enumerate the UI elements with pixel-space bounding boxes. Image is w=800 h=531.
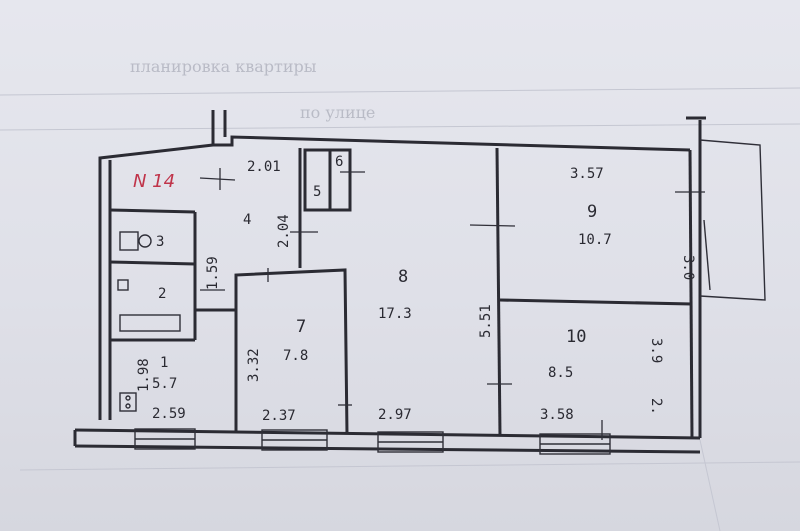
fixtures [117, 231, 181, 412]
room-5-number: 5 [313, 184, 321, 200]
dim-1-98: 1.98 [136, 358, 152, 392]
toilet-icon [119, 231, 139, 251]
dim-5-51: 5.51 [478, 304, 494, 338]
room-10-area: 8.5 [548, 365, 573, 381]
dimension-ticks [199, 168, 705, 440]
dim-1-59: 1.59 [205, 256, 221, 290]
dim-2-37: 2.37 [262, 408, 296, 424]
dim-2-04: 2.04 [276, 214, 292, 248]
room-9-number: 9 [587, 202, 597, 222]
dim-2-97: 2.97 [378, 407, 412, 423]
room-1-area: 5.7 [152, 376, 177, 392]
room-7-area: 7.8 [283, 348, 308, 364]
room-9-area: 10.7 [578, 232, 612, 248]
bathtub-icon [119, 314, 181, 332]
dim-3-32: 3.32 [246, 348, 262, 382]
windows [134, 428, 611, 455]
outer-walls [73, 110, 706, 454]
dim-3-58: 3.58 [540, 407, 574, 423]
room-1-number: 1 [160, 355, 168, 371]
room-8-area: 17.3 [378, 306, 412, 322]
balcony [699, 139, 766, 301]
paper-lines [0, 87, 800, 531]
faint-header-line1: планировка квартиры [130, 57, 317, 76]
room-6-number: 6 [335, 154, 343, 170]
dim-2-59: 2.59 [152, 406, 186, 422]
room-3-number: 3 [156, 234, 164, 250]
room-4-number: 4 [243, 212, 251, 228]
dim-2-01: 2.01 [247, 159, 281, 175]
faint-header-line2: по улице [300, 103, 375, 122]
dim-3-0: 3.0 [680, 255, 696, 280]
room-7-number: 7 [296, 317, 306, 337]
interior-walls [109, 147, 693, 437]
dim-3-57: 3.57 [570, 166, 604, 182]
room-2-number: 2 [158, 286, 166, 302]
dim-3-9: 3.9 [648, 338, 664, 363]
room-10-number: 10 [566, 327, 586, 347]
dim-2-partial: 2. [648, 398, 664, 415]
room-8-number: 8 [398, 267, 408, 287]
stove-icon [119, 392, 137, 412]
apartment-number: N 14 [133, 171, 175, 192]
